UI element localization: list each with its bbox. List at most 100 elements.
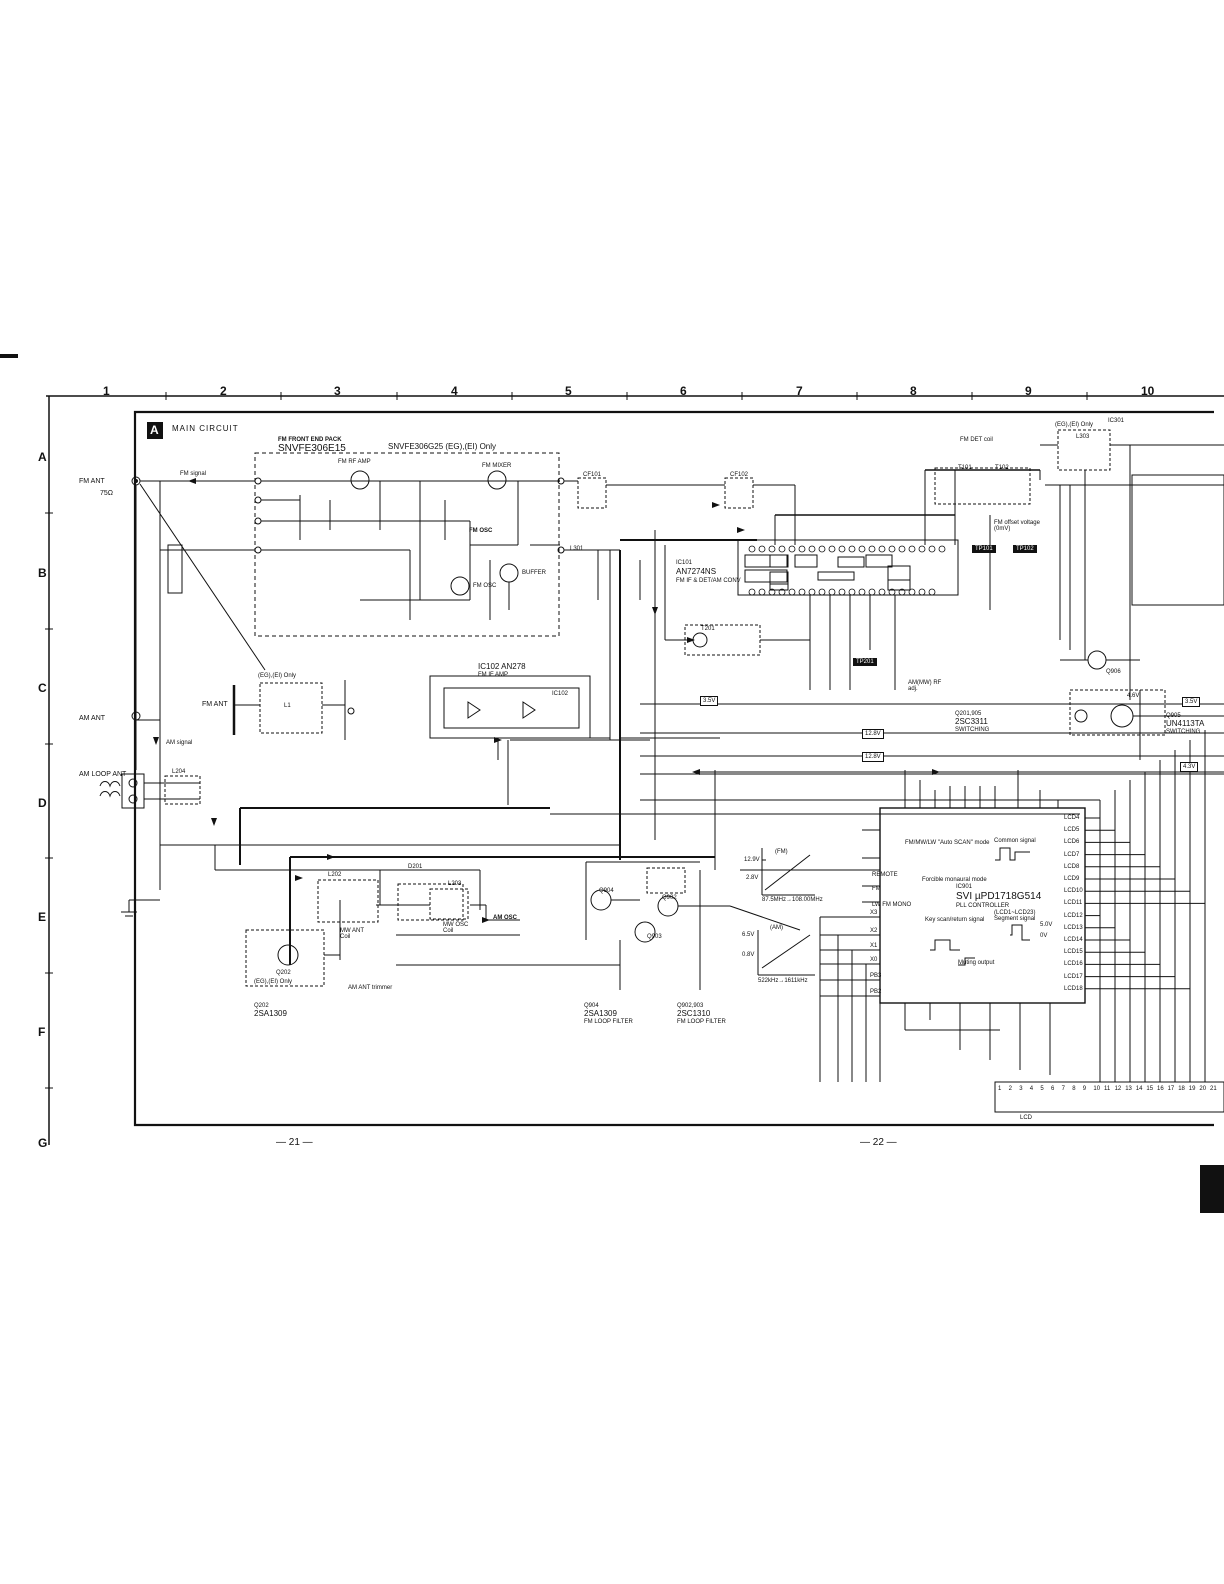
lcd-pin: 15 <box>1146 1086 1154 1092</box>
grid-column-6: 6 <box>680 384 687 398</box>
cf101-label: CF101 <box>583 472 602 478</box>
ic901-label: IC901 <box>956 884 973 890</box>
fm-mw-lw-scan-label: FM/MW/LW "Auto SCAN" mode <box>905 840 990 846</box>
lcd-pin: 19 <box>1188 1086 1196 1092</box>
section-letter: A <box>150 423 159 437</box>
fm-front-end-pack-label: FM FRONT END PACK <box>278 437 342 443</box>
q904-circuit-label: Q904 <box>599 888 614 894</box>
key-scan-label: Key scan/return signal <box>925 917 985 923</box>
remote-pin-label: REMOTE <box>872 872 898 878</box>
q202-part-type: 2SA1309 <box>254 1009 287 1018</box>
fm-rf-amp-label: FM RF AMP <box>338 459 371 465</box>
q904-part-label: Q904 <box>584 1003 599 1009</box>
l203-label: L203 <box>448 881 462 887</box>
am-mw-rf-adj-label: AM(MW) RF adj. <box>908 680 942 692</box>
am-graph-6-5v: 6.5V <box>742 932 755 938</box>
q903-circuit-label: Q903 <box>647 934 662 940</box>
fm-mixer-label: FM MIXER <box>482 463 512 469</box>
q902-903-part-desc: FM LOOP FILTER <box>677 1019 726 1025</box>
section-title: MAIN CIRCUIT <box>172 424 239 433</box>
ic901-left-pin: X0 <box>870 957 878 963</box>
am-osc-label: AM OSC <box>493 915 517 921</box>
am-loop-ant-label: AM LOOP ANT <box>79 771 127 778</box>
am-graph-frequency: 522kHz→1611kHz <box>758 978 808 984</box>
q905-label: Q905 <box>1166 713 1181 719</box>
fm-graph-frequency: 87.5MHz→108.00MHz <box>762 897 823 903</box>
d201-label: D201 <box>408 864 423 870</box>
q201-905-label: Q201,905 <box>955 711 982 717</box>
fm-signal-label: FM signal <box>180 471 207 477</box>
l1-label: L1 <box>284 703 291 709</box>
l301-label: L301 <box>570 546 584 552</box>
ic901-left-pin: PB3 <box>870 973 882 979</box>
tp201-label: TP201 <box>853 658 877 666</box>
lcd-pin: 1 <box>998 1086 1002 1092</box>
lcd-pin: 12 <box>1114 1086 1122 1092</box>
ic102-description: FM IF AMP <box>478 672 508 678</box>
ic101-description: FM IF & DET/AM CONV <box>676 578 741 584</box>
ic901-left-pin: X3 <box>870 910 878 916</box>
t102-label: T102 <box>995 465 1009 471</box>
ic901-right-pin: LCD17 <box>1064 973 1083 980</box>
q202-part-label: Q202 <box>254 1003 269 1009</box>
segment-5v-label: 5.0V <box>1040 922 1053 928</box>
grid-column-10: 10 <box>1141 384 1155 398</box>
q904-part-type: 2SA1309 <box>584 1009 617 1018</box>
ic901-right-pin: LCD13 <box>1064 924 1083 931</box>
ic901-right-pin: LCD6 <box>1064 839 1080 846</box>
ic901-right-pin: LCD12 <box>1064 912 1083 919</box>
segment-signal-label: Segment signal <box>994 916 1036 922</box>
grid-row-f: F <box>38 1025 46 1039</box>
ic901-right-pin: LCD7 <box>1064 851 1080 858</box>
grid-row-b: B <box>38 566 47 580</box>
ic901-right-pin: LCD9 <box>1064 876 1080 882</box>
lcd-pin: 2 <box>1008 1086 1012 1092</box>
ic901-left-pin: X1 <box>870 943 878 949</box>
ic901-right-pin: LCD5 <box>1064 827 1080 834</box>
grid-row-a: A <box>38 450 47 464</box>
q202-circuit-label: Q202 <box>276 970 291 976</box>
fm-det-coil-label: FM DET coil <box>960 437 993 443</box>
grid-column-1: 1 <box>103 384 110 398</box>
fm-graph-12-9v: 12.9V <box>744 857 760 863</box>
grid-column-3: 3 <box>334 384 341 398</box>
lcd-pin: 18 <box>1178 1086 1185 1092</box>
ic901-right-pin: LCD14 <box>1064 937 1083 943</box>
eg-ei-only-c-label: (EG),(EI) Only <box>258 673 297 679</box>
grid-row-c: C <box>38 681 47 695</box>
q902-circuit-label: Q902 <box>662 895 677 901</box>
q906-label: Q906 <box>1106 669 1121 675</box>
lcd-pin: 17 <box>1167 1086 1175 1092</box>
muting-output-label: Muting output <box>958 960 995 966</box>
voltage-3-5v-a: 3.5V <box>700 696 719 706</box>
l303-label: L303 <box>1076 434 1090 440</box>
ic901-left-pin: PB2 <box>870 989 882 995</box>
mw-osc-coil-label: MW OSC Coil <box>443 922 469 934</box>
q902-903-part-type: 2SC1310 <box>677 1009 711 1018</box>
lcd-pin: 14 <box>1135 1086 1143 1092</box>
voltage-4-3v: 4.3V <box>1180 762 1199 772</box>
forcible-mono-label: Forcible monaural mode <box>922 877 987 883</box>
voltage-12-8v-b: 12.8V <box>862 752 884 762</box>
grid-column-9: 9 <box>1025 384 1032 398</box>
lcd-pin: 13 <box>1125 1086 1132 1092</box>
ic901-right-pin: LCD4 <box>1064 815 1080 821</box>
voltage-4-6v: 4.6V <box>1127 693 1140 699</box>
t201-label: T201 <box>701 626 715 632</box>
ic901-right-pin: LCD8 <box>1064 863 1080 870</box>
q201-905-desc: SWITCHING <box>955 727 990 733</box>
ic901-right-pin: LCD15 <box>1064 949 1083 956</box>
lw-fm-mono-pin-label: LW FM MONO <box>872 902 912 908</box>
ic901-left-pin: X2 <box>870 928 878 934</box>
eg-ei-only-e-label: (EG),(EI) Only <box>254 979 293 985</box>
segment-0v-label: 0V <box>1040 933 1048 939</box>
lcd-pin: 5 <box>1040 1086 1044 1092</box>
tp101-label: TP101 <box>972 545 996 553</box>
an7274ns-label: AN7274NS <box>676 567 717 576</box>
grid-row-d: D <box>38 796 47 810</box>
q904-part-desc: FM LOOP FILTER <box>584 1019 633 1025</box>
common-signal-label: Common signal <box>994 838 1036 844</box>
grid-row-g: G <box>38 1136 48 1150</box>
lcd-pin: 7 <box>1061 1086 1065 1092</box>
